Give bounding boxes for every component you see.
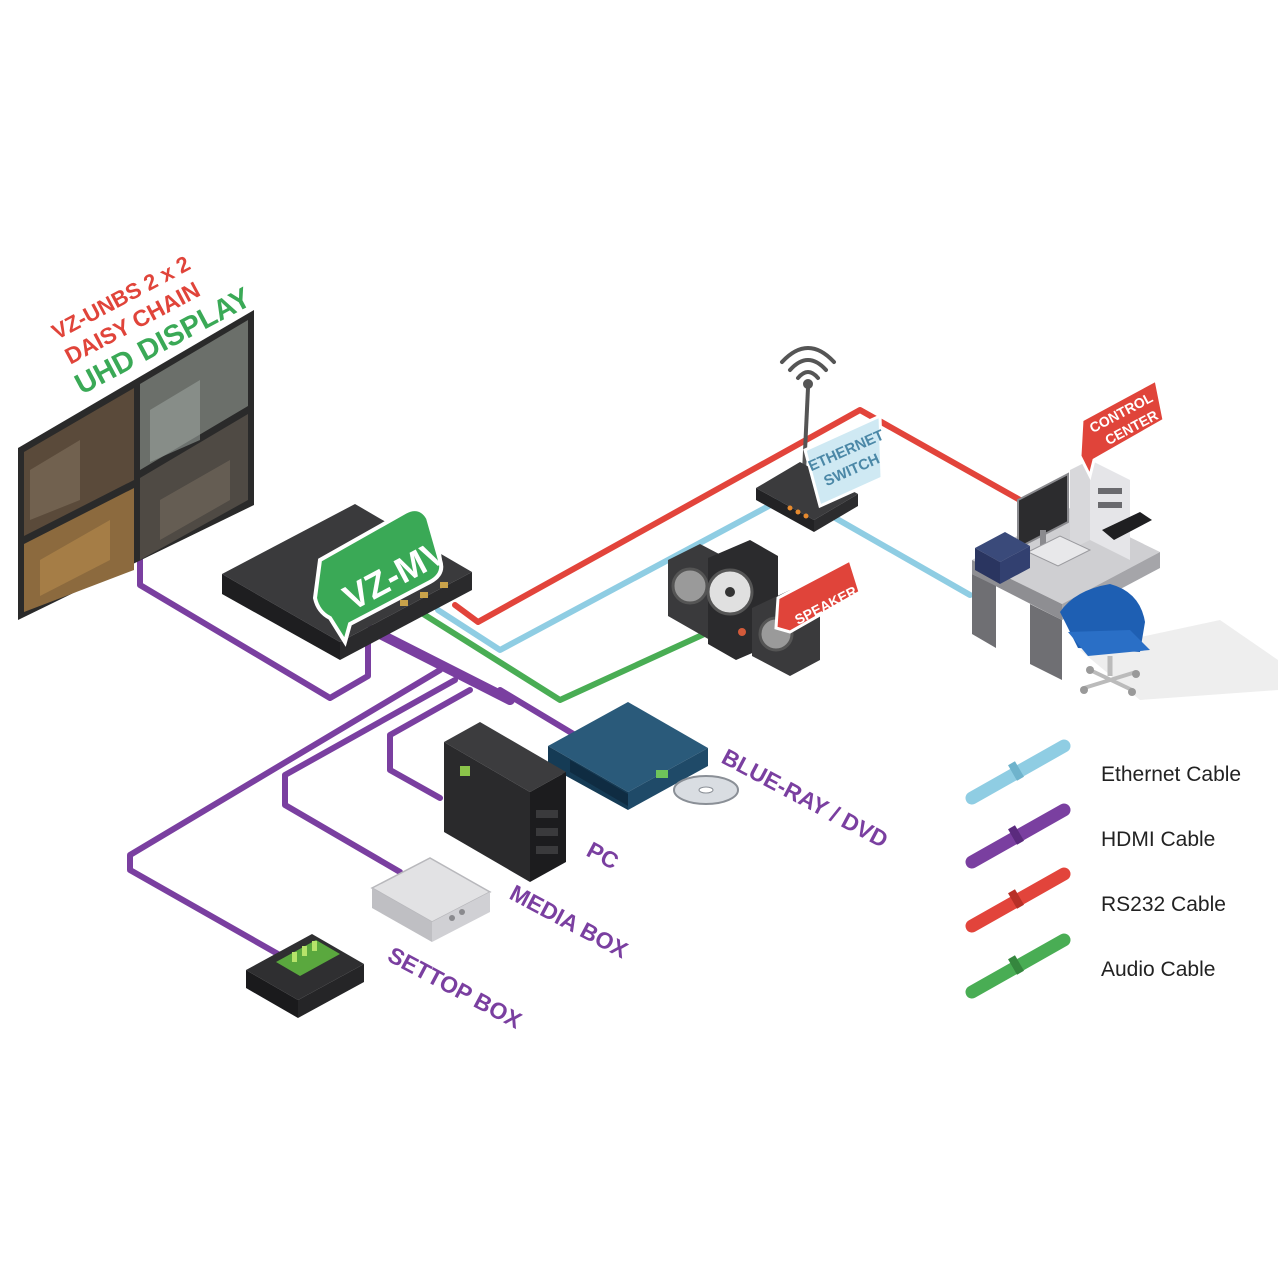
legend-item-rs232: RS232 Cable bbox=[965, 867, 1226, 933]
hdmi-cable-settop bbox=[127, 667, 443, 961]
hdmi-cable-mediabox bbox=[282, 677, 458, 875]
legend-label-audio: Audio Cable bbox=[1101, 958, 1215, 981]
pc-label: PC bbox=[583, 836, 623, 874]
pc-tower bbox=[444, 722, 566, 882]
ethernet-cable-to-control bbox=[827, 512, 973, 598]
uhd-display-wall bbox=[18, 310, 254, 620]
cables bbox=[127, 407, 1023, 961]
wifi-icon bbox=[780, 346, 836, 389]
mediabox-label: MEDIA BOX bbox=[506, 879, 633, 963]
legend-item-ethernet: Ethernet Cable bbox=[965, 739, 1241, 805]
ethernet-switch: ETHERNET SWITCH bbox=[756, 346, 887, 532]
bluray-label: BLUE-RAY / DVD bbox=[718, 743, 893, 852]
ethernet-cable-to-switch bbox=[435, 497, 783, 653]
legend-label-hdmi: HDMI Cable bbox=[1101, 828, 1215, 851]
hdmi-cable-display bbox=[137, 545, 371, 701]
legend-item-hdmi: HDMI Cable bbox=[965, 803, 1215, 869]
media-box bbox=[370, 857, 492, 942]
pc-power-led bbox=[460, 766, 470, 776]
settop-display-screen bbox=[276, 940, 340, 976]
legend-label-ethernet: Ethernet Cable bbox=[1101, 763, 1241, 786]
legend-item-audio: Audio Cable bbox=[965, 933, 1215, 999]
speaker-cone-left bbox=[671, 567, 709, 605]
legend-label-rs232: RS232 Cable bbox=[1101, 893, 1226, 916]
office-chair bbox=[1060, 584, 1150, 696]
hdmi-cable-bundle bbox=[367, 625, 515, 705]
rs232-cable bbox=[452, 407, 1023, 625]
bluray-player bbox=[548, 702, 739, 810]
hdmi-cable-pc bbox=[387, 687, 473, 801]
settop-label: SETTOP BOX bbox=[384, 941, 527, 1033]
control-center-badge: CONTROL CENTER bbox=[1078, 377, 1166, 481]
control-center bbox=[972, 460, 1278, 700]
legend: Ethernet Cable HDMI Cable RS232 Cable Au… bbox=[965, 739, 1241, 999]
hdmi-cable-bluray bbox=[497, 687, 578, 738]
settop-box bbox=[246, 934, 364, 1018]
audio-cable bbox=[417, 609, 738, 703]
